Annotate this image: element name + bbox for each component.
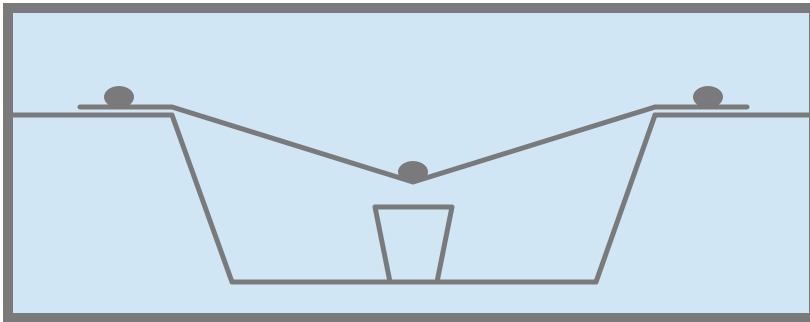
ball-center <box>398 161 428 183</box>
cup <box>372 204 455 285</box>
ball-right <box>693 86 723 108</box>
ball-left <box>104 86 134 108</box>
